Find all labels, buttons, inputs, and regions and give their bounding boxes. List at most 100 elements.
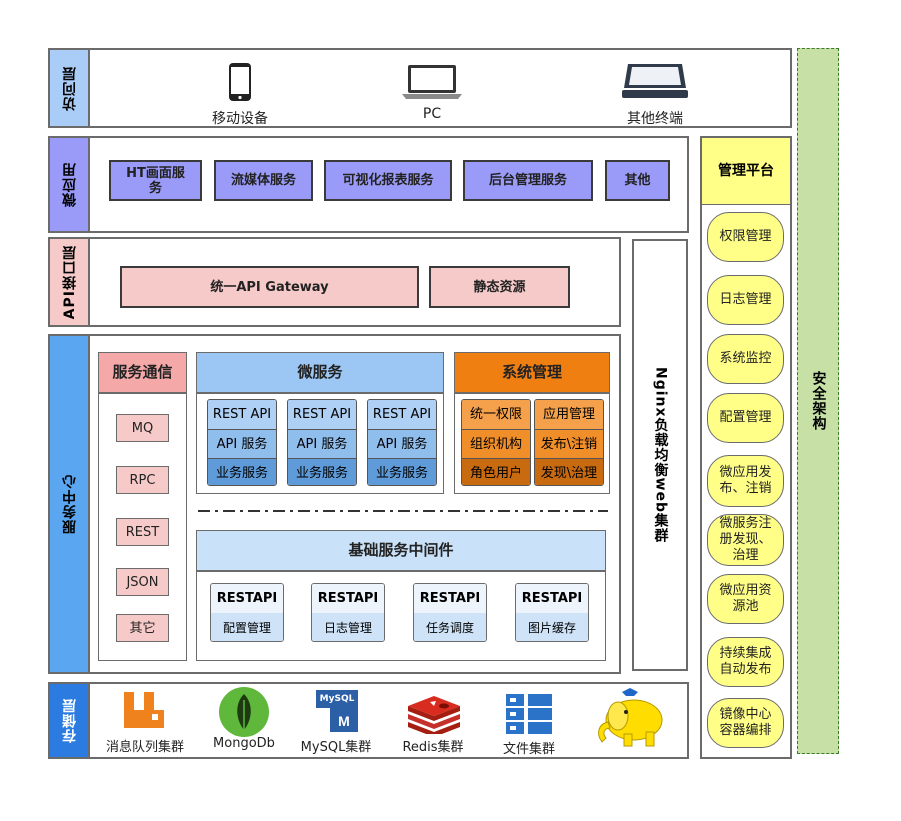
middleware-item-api: RESTAPI bbox=[312, 584, 384, 613]
static-resource-text: 静态资源 bbox=[473, 279, 526, 295]
microservice-row: API 服务 bbox=[368, 430, 436, 459]
micro-app-other-text: 其他 bbox=[624, 173, 651, 188]
layer-label-api-text: API接口层 bbox=[61, 244, 78, 320]
mysql-db-icon: M bbox=[330, 708, 358, 732]
nginx-cluster: Nginx负载均衡web集群 bbox=[632, 239, 688, 671]
mgmt-platform-item: 微应用资源池 bbox=[707, 574, 784, 624]
mysql-badge: MySQL bbox=[316, 690, 358, 708]
middleware-item-name: 配置管理 bbox=[211, 613, 283, 641]
message-queue-icon bbox=[124, 692, 164, 728]
microservice-row: 业务服务 bbox=[208, 459, 276, 485]
microservice-row: REST API bbox=[368, 400, 436, 430]
layer-label-storage: 存储层 bbox=[48, 682, 89, 759]
micro-app-ht: HT画面服务 bbox=[109, 160, 202, 201]
mgmt-platform-item-text: 镜像中心容器编排 bbox=[719, 707, 772, 738]
mgmt-platform-item: 日志管理 bbox=[707, 275, 784, 325]
mgmt-platform-item: 持续集成自动发布 bbox=[707, 637, 784, 687]
sys-mgmt-panel bbox=[454, 393, 610, 494]
microservice-row: REST API bbox=[288, 400, 356, 430]
comm-item-json-text: JSON bbox=[126, 574, 159, 590]
mgmt-platform-item-text: 微应用资源池 bbox=[719, 583, 772, 614]
sys-mgmt-title: 系统管理 bbox=[501, 363, 562, 381]
microservice-panel bbox=[196, 393, 444, 494]
mgmt-platform-title: 管理平台 bbox=[718, 162, 774, 179]
mgmt-platform-item-text: 权限管理 bbox=[719, 229, 772, 244]
mgmt-platform-item-text: 持续集成自动发布 bbox=[719, 646, 772, 677]
mgmt-platform-item: 微服务注册发现、治理 bbox=[707, 514, 784, 566]
mgmt-platform-item: 镜像中心容器编排 bbox=[707, 698, 784, 748]
layer-label-service-text: 服务中心 bbox=[61, 474, 78, 534]
comm-item-other: 其它 bbox=[116, 614, 169, 642]
mgmt-platform-panel bbox=[700, 205, 792, 759]
terminal-icon bbox=[622, 64, 688, 98]
mysql-icon: MySQL M bbox=[316, 690, 358, 732]
micro-app-other: 其他 bbox=[605, 160, 670, 201]
sys-mgmt-header: 系统管理 bbox=[454, 352, 610, 393]
sys-mgmt-right-1: 发布\注销 bbox=[535, 430, 603, 459]
mgmt-platform-item-text: 微服务注册发现、治理 bbox=[719, 516, 772, 563]
dash-dot-divider bbox=[198, 510, 608, 512]
nginx-cluster-text: Nginx负载均衡web集群 bbox=[652, 367, 669, 543]
layer-label-service: 服务中心 bbox=[48, 334, 89, 674]
sys-mgmt-left-0: 统一权限 bbox=[462, 400, 530, 430]
comm-item-rest: REST bbox=[116, 518, 169, 546]
micro-app-admin-text: 后台管理服务 bbox=[488, 173, 567, 188]
service-comm-header: 服务通信 bbox=[98, 352, 187, 393]
layer-label-api: API接口层 bbox=[48, 237, 89, 327]
microservice-row: API 服务 bbox=[288, 430, 356, 459]
storage-layer-panel: 消息队列集群 MongoDb MySQL M MySQL集群 Redis集群 bbox=[88, 682, 689, 759]
middleware-item-name: 日志管理 bbox=[312, 613, 384, 641]
api-gateway-box: 统一API Gateway bbox=[120, 266, 419, 308]
middleware-panel bbox=[196, 571, 606, 661]
mongodb-leaf-icon bbox=[219, 687, 269, 737]
sys-mgmt-right-column: 应用管理 发布\注销 发现\治理 bbox=[534, 399, 604, 486]
storage-mysql-label: MySQL集群 bbox=[300, 740, 372, 755]
middleware-title: 基础服务中间件 bbox=[348, 541, 454, 559]
mgmt-platform-item: 权限管理 bbox=[707, 212, 784, 262]
pc-device: PC bbox=[390, 58, 474, 126]
middleware-item-name: 任务调度 bbox=[414, 613, 486, 641]
mgmt-platform-header: 管理平台 bbox=[700, 136, 792, 205]
other-terminal-label: 其他终端 bbox=[627, 111, 683, 127]
mgmt-platform-item-text: 微应用发布、注销 bbox=[719, 465, 772, 496]
mgmt-platform-item: 微应用发布、注销 bbox=[707, 455, 784, 507]
sys-mgmt-left-2: 角色用户 bbox=[462, 459, 530, 485]
sys-mgmt-right-2: 发现\治理 bbox=[535, 459, 603, 485]
security-architecture: 安全架构 bbox=[797, 48, 839, 754]
middleware-item-api: RESTAPI bbox=[516, 584, 588, 613]
mobile-device: 移动设备 bbox=[200, 58, 280, 127]
microservice-title: 微服务 bbox=[297, 363, 343, 381]
security-architecture-text: 安全架构 bbox=[810, 371, 827, 431]
laptop-icon bbox=[402, 65, 462, 99]
microservice-row: 业务服务 bbox=[368, 459, 436, 485]
storage-redis-label: Redis集群 bbox=[402, 740, 464, 755]
comm-item-other-text: 其它 bbox=[129, 620, 156, 636]
middleware-item-name: 图片缓存 bbox=[516, 613, 588, 641]
service-comm-title: 服务通信 bbox=[112, 363, 173, 381]
microservice-row: API 服务 bbox=[208, 430, 276, 459]
micro-app-streaming: 流媒体服务 bbox=[214, 160, 313, 201]
microservice-header: 微服务 bbox=[196, 352, 444, 393]
storage-file-label: 文件集群 bbox=[502, 742, 555, 757]
api-gateway-text: 统一API Gateway bbox=[210, 279, 329, 295]
svg-text:M: M bbox=[338, 713, 350, 729]
layer-label-storage-text: 存储层 bbox=[61, 698, 78, 743]
sys-mgmt-right-0: 应用管理 bbox=[535, 400, 603, 430]
mgmt-platform-item-text: 日志管理 bbox=[719, 292, 772, 307]
micro-app-admin: 后台管理服务 bbox=[463, 160, 593, 201]
mgmt-platform-item: 系统监控 bbox=[707, 334, 784, 384]
middleware-header: 基础服务中间件 bbox=[196, 530, 606, 571]
comm-item-mq: MQ bbox=[116, 414, 169, 442]
layer-label-access: 访问层 bbox=[48, 48, 89, 128]
micro-app-ht-text: HT画面服务 bbox=[126, 165, 185, 196]
layer-label-micro-app-text: 微应用 bbox=[61, 162, 78, 207]
other-terminal-device: 其他终端 bbox=[610, 58, 700, 127]
pc-device-label: PC bbox=[422, 106, 442, 122]
comm-item-rpc-text: RPC bbox=[129, 472, 156, 488]
mgmt-platform-item: 配置管理 bbox=[707, 393, 784, 443]
